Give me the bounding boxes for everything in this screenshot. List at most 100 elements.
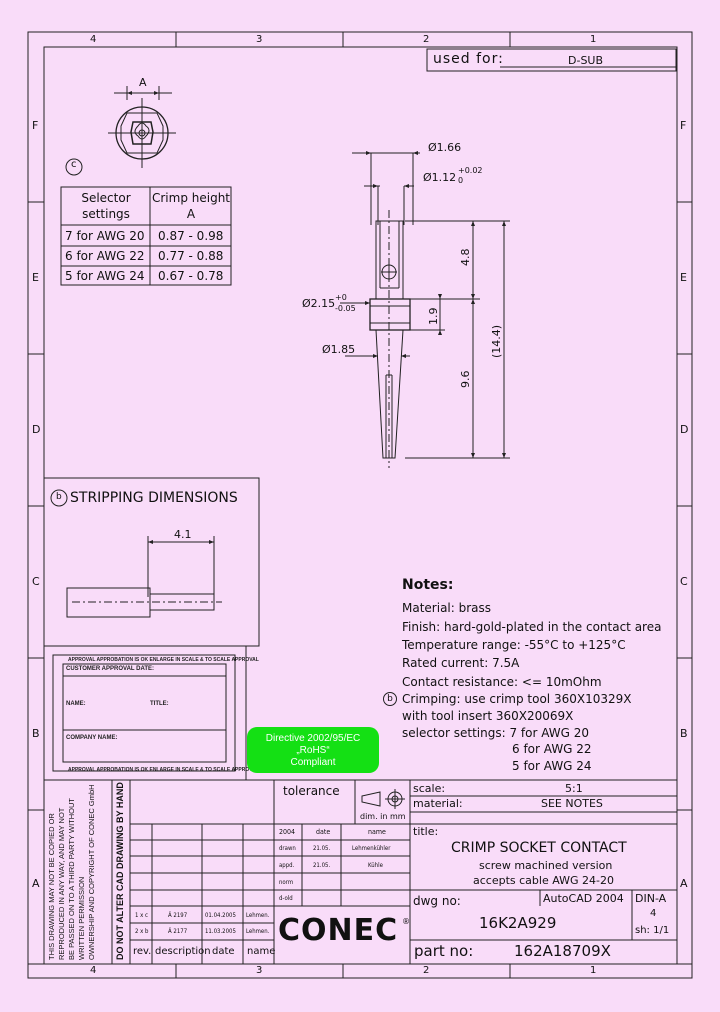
table-cell-height: 0.67 - 0.78 <box>158 269 224 283</box>
dim-len-96: 9.6 <box>459 370 472 389</box>
year: 2004 <box>279 828 296 836</box>
row-left-d: D <box>32 423 41 436</box>
row-left-c: C <box>32 575 40 588</box>
dim-d166: Ø1.66 <box>428 141 462 154</box>
note-line: with tool insert 360X20069X <box>402 709 574 723</box>
stripping-title: STRIPPING DIMENSIONS <box>70 490 238 506</box>
dim-d215-tol-lower: -0.05 <box>335 304 356 313</box>
dim-d112-tol-lower: 0 <box>458 176 464 185</box>
rev-row: 1 x c <box>135 912 149 919</box>
dwg-label: dwg no: <box>413 894 461 908</box>
material-label: material: <box>413 797 463 810</box>
part-label: part no: <box>414 942 474 960</box>
date-header: date <box>316 828 331 836</box>
zone-bottom-4: 4 <box>90 965 97 976</box>
table-cell-selector: 6 for AWG 22 <box>65 249 145 263</box>
note-line: Temperature range: -55°C to +125°C <box>402 638 626 652</box>
approval-name: NAME: <box>66 701 86 707</box>
dim-len-48: 4.8 <box>459 248 472 267</box>
material-value: SEE NOTES <box>541 797 603 810</box>
autocad-version: AutoCAD 2004 <box>543 892 624 905</box>
appd-label: appd. <box>279 862 295 869</box>
dim-d185: Ø1.85 <box>322 343 356 356</box>
note-line: Finish: hard-gold-plated in the contact … <box>402 620 662 634</box>
row-right-c: C <box>680 575 688 588</box>
zone-top-3: 3 <box>256 34 263 45</box>
dwg-value: 16K2A929 <box>479 914 557 932</box>
title-sub2: accepts cable AWG 24-20 <box>473 874 615 887</box>
rev-row: Ä 2177 <box>168 928 188 935</box>
norm-label: norm <box>279 879 294 886</box>
zone-top-1: 1 <box>590 34 597 45</box>
dim-d112-tol-upper: +0.02 <box>458 166 483 175</box>
notes-title: Notes: <box>402 577 454 593</box>
dim-len-total: (14.4) <box>490 324 503 358</box>
table-cell-selector: 7 for AWG 20 <box>65 229 145 243</box>
approval-company: COMPANY NAME: <box>66 735 118 741</box>
rohs-badge: Directive 2002/95/EC „RoHS“ Compliant <box>247 727 379 773</box>
title-main: CRIMP SOCKET CONTACT <box>451 840 627 856</box>
name-header: name <box>368 828 386 836</box>
rev-row: Lehmen. <box>246 928 270 935</box>
table-cell-height: 0.87 - 0.98 <box>158 229 224 243</box>
table-cell-height: 0.77 - 0.88 <box>158 249 224 263</box>
zone-bottom-2: 2 <box>423 965 430 976</box>
title-sub1: screw machined version <box>479 859 613 872</box>
row-left-e: E <box>32 271 39 284</box>
note-line: 5 for AWG 24 <box>512 759 592 773</box>
note-line: selector settings: 7 for AWG 20 <box>402 726 590 740</box>
note-line: Material: brass <box>402 601 492 615</box>
row-left-a: A <box>32 877 40 890</box>
circle-c-label: c <box>71 159 77 170</box>
zone-bottom-1: 1 <box>590 965 597 976</box>
stripping-circle-b: b <box>56 492 62 502</box>
sheet-number: sh: 1/1 <box>635 925 670 936</box>
date-col-header: date <box>212 946 235 957</box>
dim-len-19: 1.9 <box>427 307 440 326</box>
zone-bottom-3: 3 <box>256 965 263 976</box>
stripping-dim: 4.1 <box>174 528 192 541</box>
used-for-value: D-SUB <box>568 54 604 67</box>
note-line: Contact resistance: <= 10mOhm <box>402 675 602 689</box>
row-right-f: F <box>680 119 687 132</box>
rev-row: Lehmen. <box>246 912 270 919</box>
row-right-b: B <box>680 727 688 740</box>
din-value: 4 <box>650 908 657 919</box>
din-label: DIN-A <box>635 892 667 905</box>
part-value: 162A18709X <box>514 942 611 960</box>
dim-d215-tol-upper: +0 <box>335 293 347 302</box>
dim-d112: Ø1.12 <box>423 171 457 184</box>
table-cell-selector: 5 for AWG 24 <box>65 269 145 283</box>
zone-top-2: 2 <box>423 34 430 45</box>
appd-name: Kühle <box>368 862 383 869</box>
row-left-f: F <box>32 119 39 132</box>
registered-mark: ® <box>402 917 410 926</box>
row-right-a: A <box>680 877 688 890</box>
note-line: Rated current: 7.5A <box>402 656 520 670</box>
rev-row: 01.04.2005 <box>205 912 236 919</box>
description-header: description <box>155 946 211 957</box>
approval-frame-top: APPROVAL APPROBATION IS OK ENLARGE IN SC… <box>68 657 259 663</box>
title-label: title: <box>413 825 439 838</box>
row-left-b: B <box>32 727 40 740</box>
notes-circle-b: b <box>383 692 397 706</box>
note-line: 6 for AWG 22 <box>512 742 592 756</box>
dim-in-mm: dim. in mm <box>360 812 406 821</box>
cad-warning: DO NOT ALTER CAD DRAWING BY HAND <box>115 782 125 960</box>
tolerance-label: tolerance <box>283 784 340 798</box>
rev-row: 2 x b <box>135 928 149 935</box>
rev-row: Ä 2197 <box>168 912 188 919</box>
crimp-dim-a: A <box>139 76 147 89</box>
name-col-header: name <box>247 946 276 957</box>
appd-date: 21.05. <box>313 862 331 869</box>
used-for-label: used for: <box>433 51 504 67</box>
dim-d215: Ø2.15 <box>302 297 336 310</box>
approval-frame-bottom: APPROVAL APPROBATION IS OK ENLARGE IN SC… <box>68 767 259 773</box>
conec-logo: CONEC <box>278 913 399 948</box>
approval-title: TITLE: <box>150 701 169 707</box>
zone-top-4: 4 <box>90 34 97 45</box>
scale-value: 5:1 <box>565 782 583 795</box>
